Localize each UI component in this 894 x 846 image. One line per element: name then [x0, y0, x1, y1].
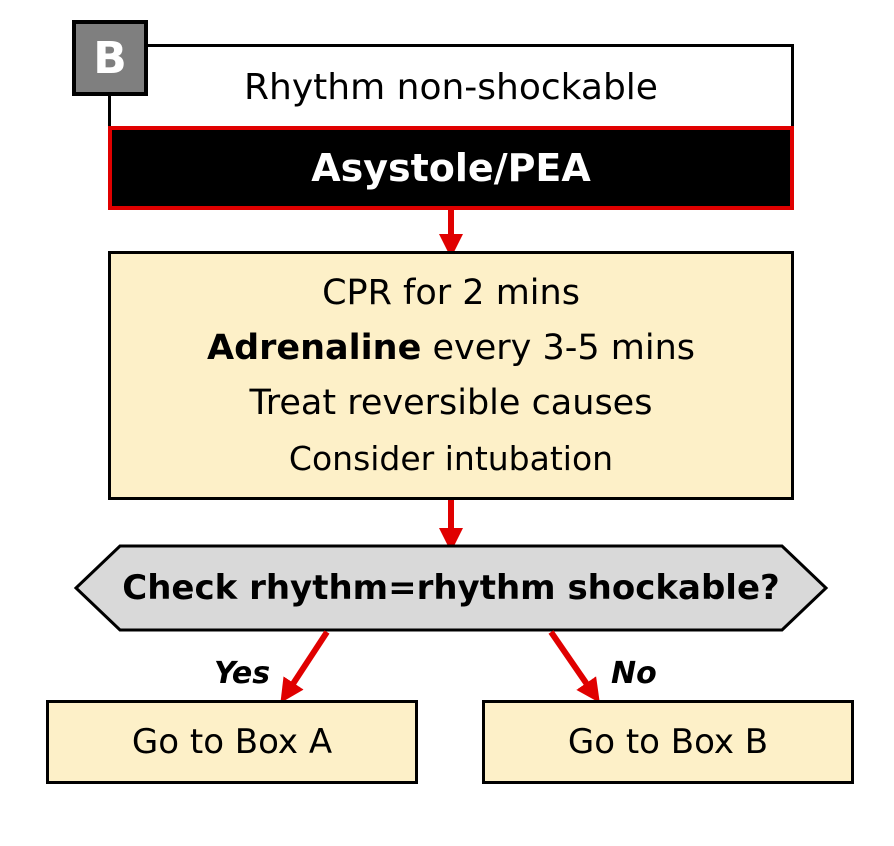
outcome-no-label: Go to Box B: [567, 722, 769, 762]
arrow-no: [548, 630, 600, 703]
action-box: CPR for 2 mins Adrenaline every 3-5 mins…: [108, 251, 794, 500]
box-badge: B: [72, 20, 148, 96]
action-adrenaline: Adrenaline every 3-5 mins: [207, 321, 695, 376]
action-cpr: CPR for 2 mins: [322, 272, 580, 313]
decision-hexagon: [73, 544, 829, 632]
action-adrenaline-frequency: every 3-5 mins: [421, 327, 695, 368]
outcome-yes-label: Go to Box A: [131, 722, 333, 762]
box-badge-letter: B: [93, 32, 127, 84]
branch-label-yes: Yes: [214, 656, 271, 691]
rhythm-label: Asystole/PEA: [311, 146, 591, 190]
action-reversible-causes: Treat reversible causes: [249, 382, 653, 423]
action-adrenaline-drug: Adrenaline: [207, 327, 422, 368]
action-intubation: Consider intubation: [288, 438, 614, 478]
rhythm-bar: Asystole/PEA: [108, 126, 794, 210]
decision-question: Check rhythm=rhythm shockable?: [122, 568, 780, 608]
header-box: Rhythm non-shockable: [108, 44, 794, 128]
outcome-box-yes: Go to Box A: [46, 700, 418, 784]
arrow-yes: [280, 630, 330, 704]
header-title: Rhythm non-shockable: [244, 67, 658, 108]
outcome-box-no: Go to Box B: [482, 700, 854, 784]
branch-label-no: No: [611, 656, 657, 691]
